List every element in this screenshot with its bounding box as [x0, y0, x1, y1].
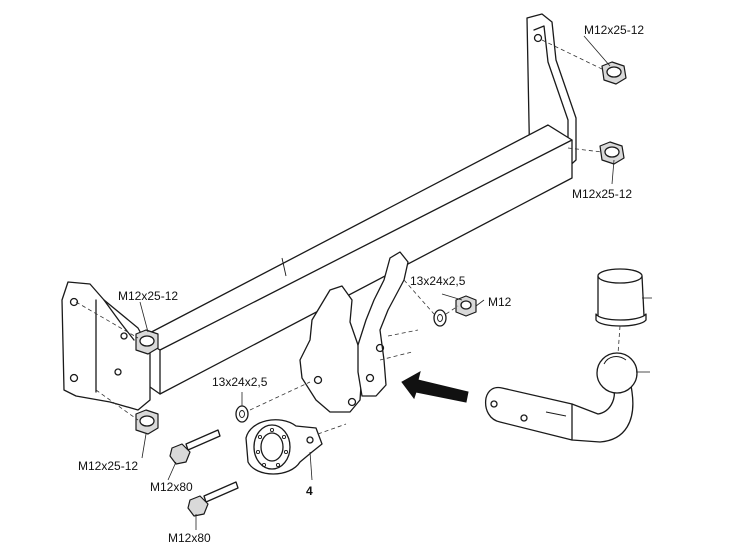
leader-lines	[139, 35, 652, 530]
label-nut-top-right-lower: M12x25-12	[572, 187, 632, 201]
nut-top-right-lower	[567, 141, 625, 165]
label-part-number: 4	[306, 484, 313, 498]
label-washer-left: 13x24x2,5	[212, 375, 268, 389]
label-nut-top-right-upper: M12x25-12	[584, 23, 644, 37]
nut-right	[403, 279, 477, 317]
center-brackets	[299, 251, 419, 413]
socket-plate	[245, 419, 347, 475]
tow-ball-neck	[484, 352, 638, 443]
nut-left-upper	[135, 329, 159, 355]
bolt-upper	[169, 429, 221, 465]
assembly-arrow-icon	[401, 371, 469, 403]
label-washer-right: 13x24x2,5	[410, 274, 466, 288]
ball-cap	[595, 268, 647, 355]
nut-left-lower	[75, 301, 159, 435]
washer-left	[235, 381, 311, 423]
label-nut-left-upper: M12x25-12	[118, 289, 178, 303]
label-nut-right: M12	[488, 295, 512, 309]
label-bolt-upper: M12x80	[150, 480, 193, 494]
bolt-lower	[187, 481, 239, 517]
nut-top-right-upper	[541, 39, 627, 85]
label-nut-left-lower: M12x25-12	[78, 459, 138, 473]
washer-right	[433, 309, 447, 327]
label-bolt-lower: M12x80	[168, 531, 211, 545]
left-mounting-bracket	[61, 281, 151, 411]
